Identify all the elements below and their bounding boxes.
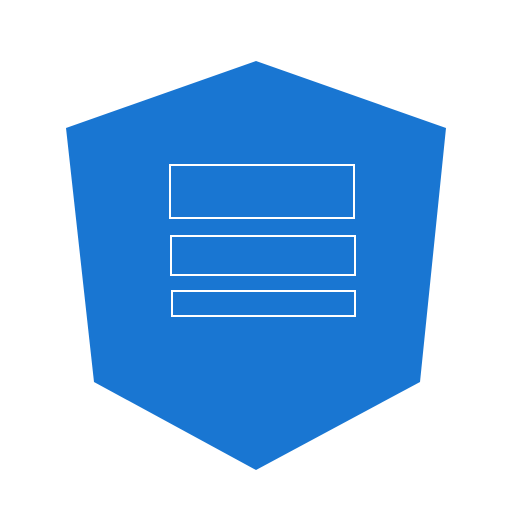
- form-button-outline: [171, 290, 356, 317]
- form-field-1-outline: [169, 164, 355, 219]
- shield-shape: [66, 61, 446, 470]
- form-field-2-outline: [170, 235, 356, 276]
